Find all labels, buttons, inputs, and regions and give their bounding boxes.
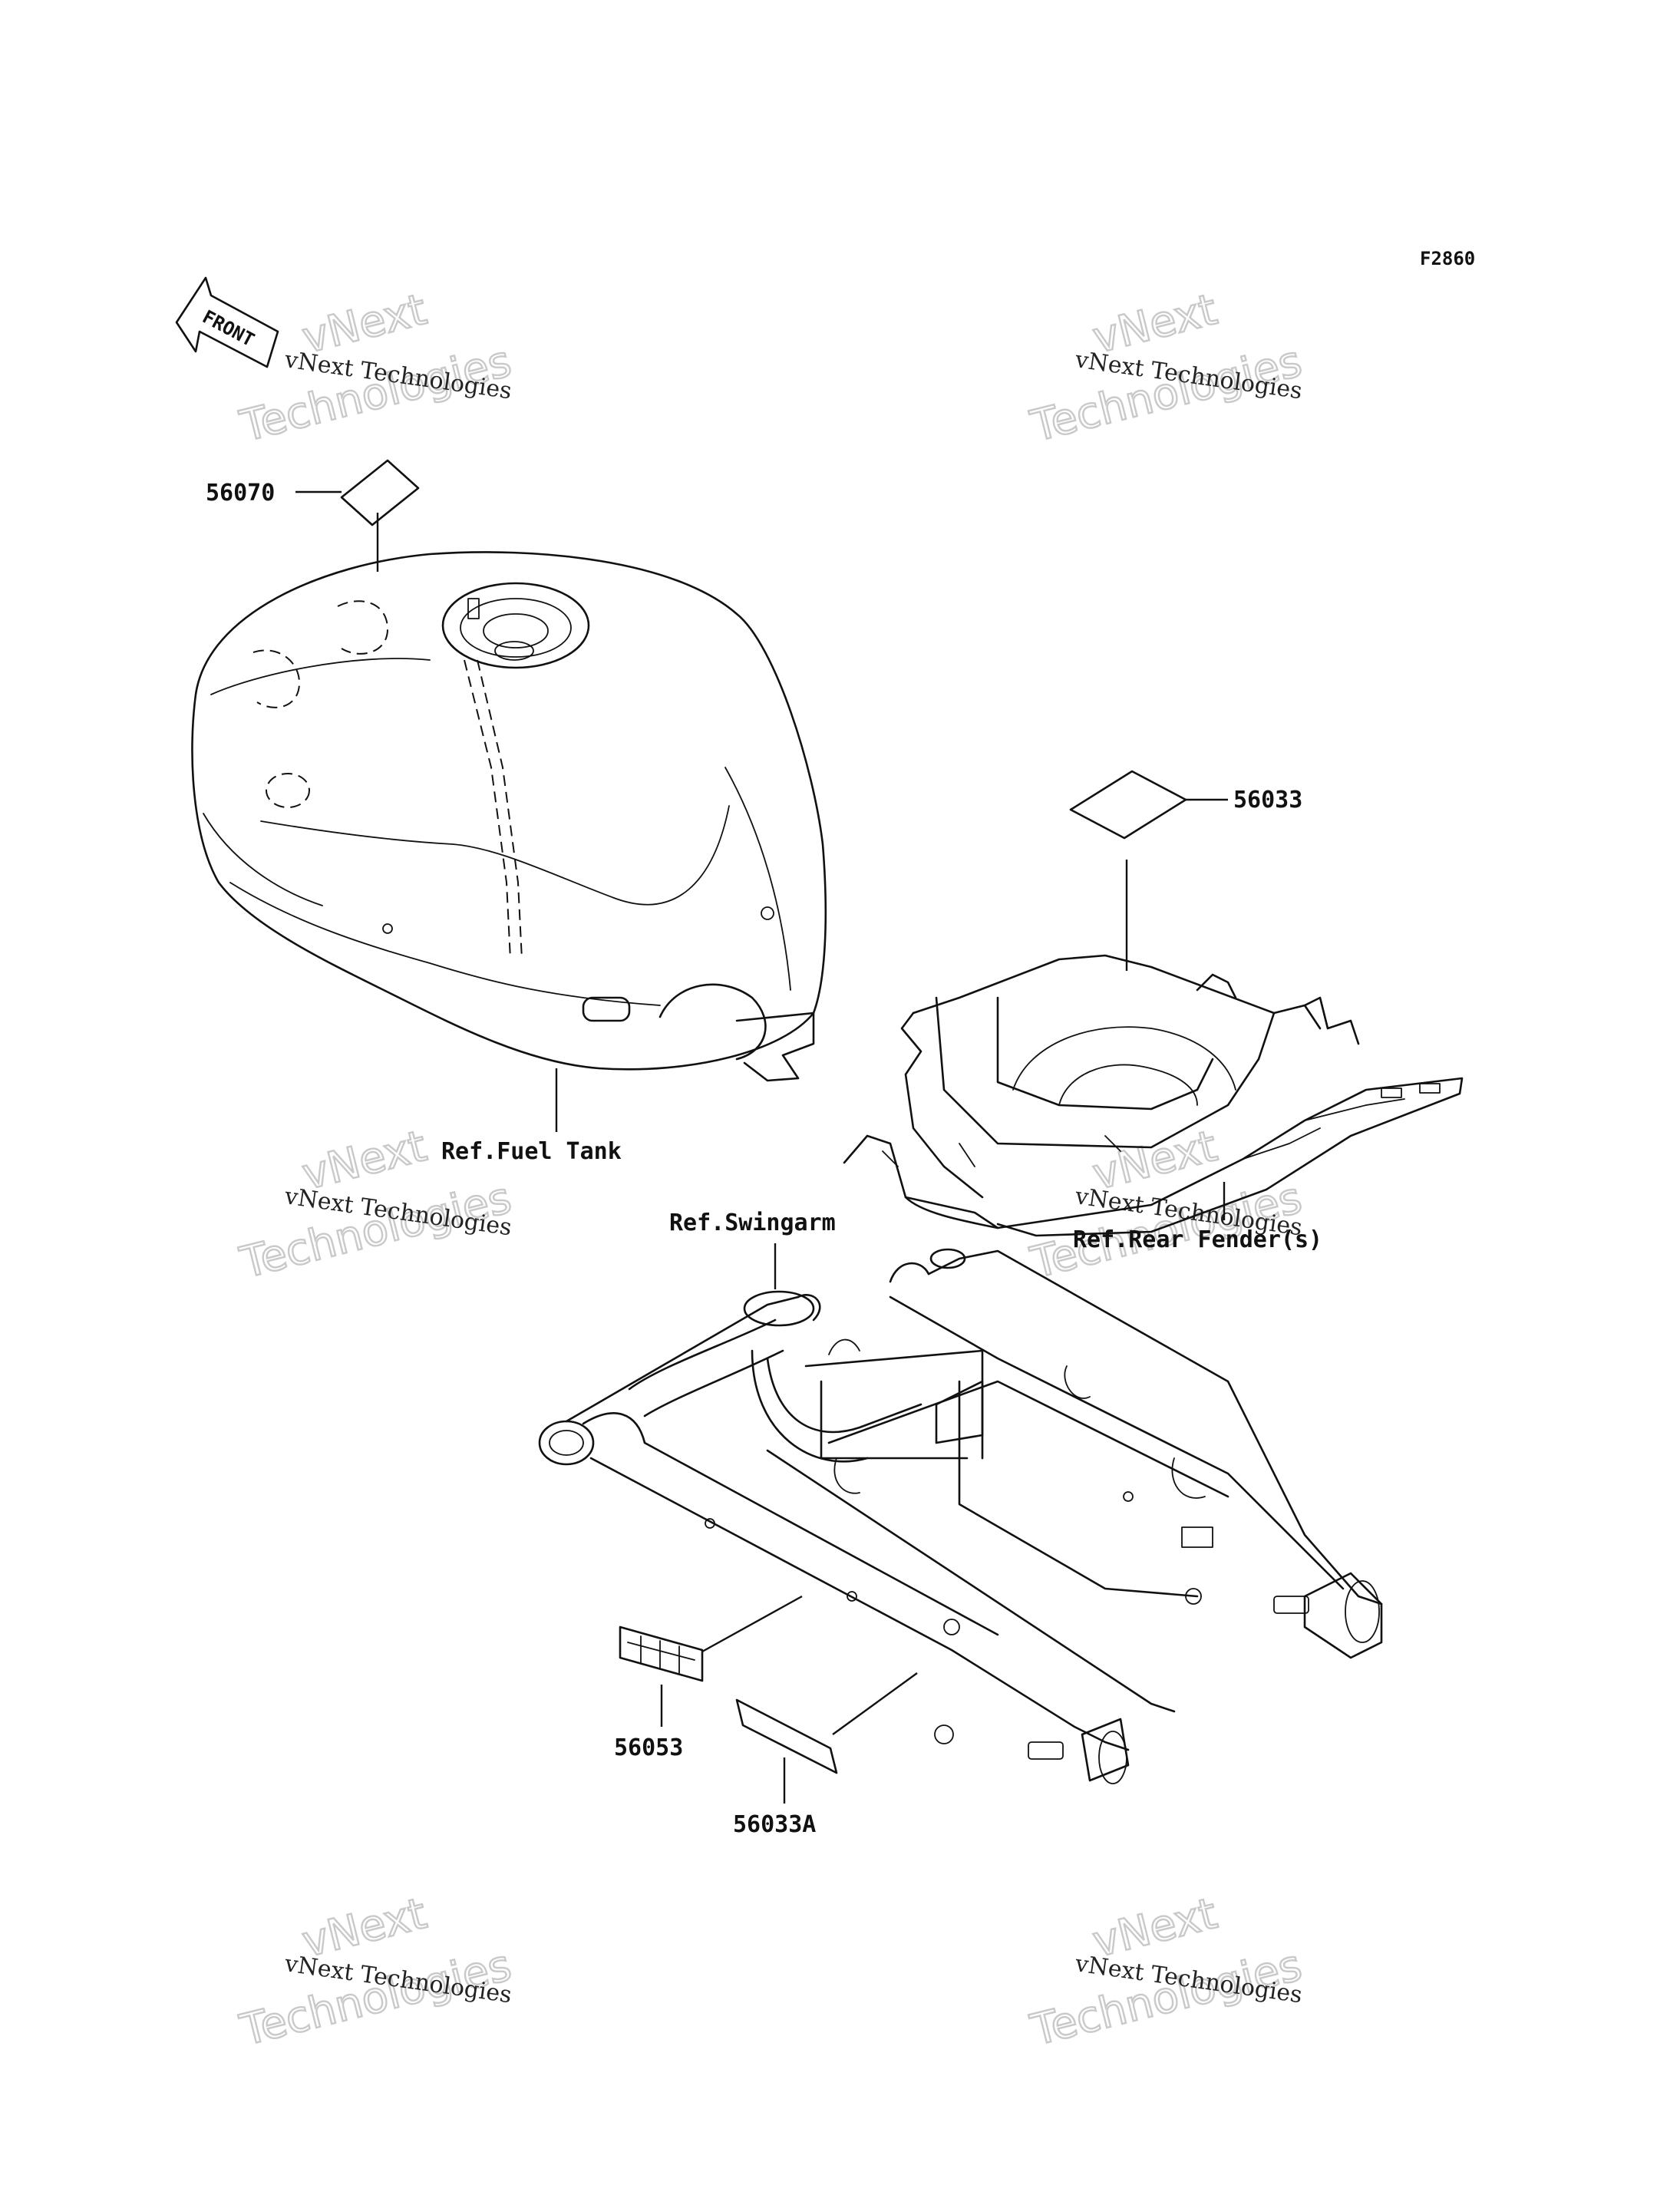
label-56033A-shape	[735, 1698, 838, 1774]
ref-fuel-tank-callout: Ref.Fuel Tank	[441, 1068, 622, 1165]
ref-swingarm-label: Ref.Swingarm	[669, 1210, 836, 1236]
ref-rear-fender-label: Ref.Rear Fender(s)	[1073, 1226, 1322, 1253]
watermark: vNext Technologies vNext Technologies	[1025, 1888, 1307, 2057]
part-number-56033A: 56033A	[733, 1811, 816, 1838]
watermark: vNext Technologies vNext Technologies	[1025, 284, 1307, 453]
label-56033A-callout[interactable]: 56033A	[733, 1672, 918, 1838]
part-number-56070: 56070	[206, 480, 275, 507]
front-arrow-text: FRONT	[199, 306, 258, 351]
front-arrow-icon: FRONT	[175, 276, 279, 368]
ref-rear-fender-callout: Ref.Rear Fender(s)	[1073, 1182, 1322, 1253]
ref-swingarm-callout: Ref.Swingarm	[669, 1210, 836, 1289]
fuel-tank-drawing	[191, 551, 827, 1082]
rear-fender-drawing	[843, 954, 1464, 1237]
label-56053-callout[interactable]: 56053	[614, 1595, 803, 1761]
part-number-56053: 56053	[614, 1734, 683, 1761]
label-56053-shape	[619, 1625, 704, 1682]
label-56070-callout[interactable]: 56070	[206, 459, 420, 572]
swingarm-drawing	[538, 1248, 1383, 1784]
part-number-56033: 56033	[1233, 787, 1302, 814]
label-56033-shape	[1069, 770, 1187, 840]
watermark: vNext Technologies vNext Technologies	[234, 284, 517, 453]
ref-fuel-tank-label: Ref.Fuel Tank	[441, 1138, 622, 1165]
diagram-code: F2860	[1420, 248, 1475, 269]
watermark: vNext Technologies vNext Technologies	[234, 1888, 517, 2057]
label-56070-shape	[340, 459, 420, 526]
label-56033-callout[interactable]: 56033	[1069, 770, 1302, 971]
